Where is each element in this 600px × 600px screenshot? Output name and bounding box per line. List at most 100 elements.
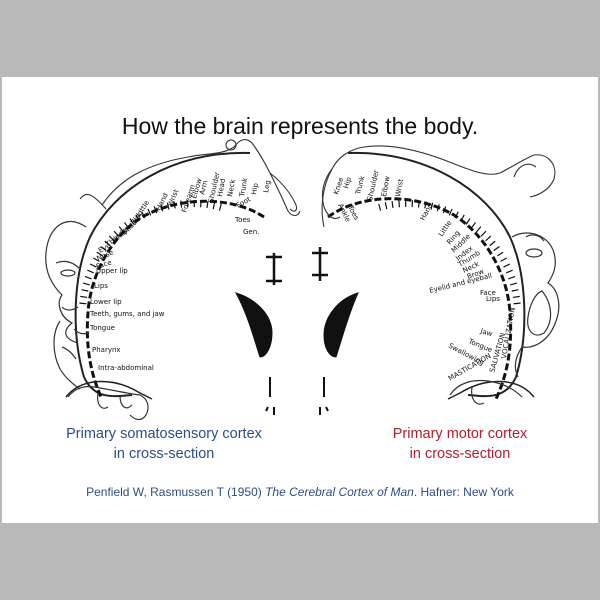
cortex-tick bbox=[123, 222, 130, 229]
cortex-tick bbox=[436, 204, 440, 212]
cortex-tick bbox=[79, 302, 87, 305]
cortex-tick bbox=[166, 202, 170, 210]
sensory-label-arm: Arm bbox=[198, 179, 209, 195]
cortex-tick bbox=[493, 246, 500, 252]
motor-caption-line1: Primary motor cortex bbox=[392, 426, 528, 442]
sensory-label-lips: Lips bbox=[94, 282, 108, 290]
motor-label-shoulder: Shoulder bbox=[366, 169, 380, 201]
homunculus-diagram: Toes Gen. Foot Leg Hip Trunk Neck Head S… bbox=[45, 138, 560, 421]
cortex-tick bbox=[508, 276, 516, 280]
sensory-caption-line1: Primary somatosensory cortex bbox=[66, 426, 262, 442]
cortex-tick bbox=[108, 235, 115, 242]
cortex-tick bbox=[104, 240, 111, 247]
cortex-tick bbox=[81, 289, 89, 292]
sensory-label-upper-lip: Upper lip bbox=[96, 267, 128, 275]
motor-hemisphere: Toes Ankle Knee Hip Trunk Shoulder Elbow… bbox=[312, 145, 560, 415]
cortex-tick bbox=[84, 276, 92, 280]
cortex-tick bbox=[100, 246, 107, 252]
cortex-tick bbox=[212, 202, 216, 210]
citation: Penfield W, Rasmussen T (1950) The Cereb… bbox=[2, 485, 598, 499]
cortex-tick bbox=[485, 235, 492, 242]
cortex-tick bbox=[510, 282, 518, 286]
sensory-label-head: Head bbox=[216, 178, 227, 197]
cortex-tick bbox=[442, 206, 447, 214]
page-title: How the brain represents the body. bbox=[121, 113, 479, 139]
sensory-face-figure bbox=[45, 221, 89, 390]
cortex-tick bbox=[135, 214, 140, 222]
cortex-tick bbox=[505, 269, 513, 274]
cortex-tick bbox=[500, 257, 507, 262]
cortex-tick bbox=[503, 263, 511, 268]
sensory-label-gen: Gen. bbox=[243, 228, 259, 236]
cortex-tick bbox=[391, 201, 394, 209]
motor-foot-figure bbox=[449, 379, 523, 405]
sensory-caption: Primary somatosensory cortex in cross-se… bbox=[34, 424, 294, 464]
cortex-tick bbox=[424, 201, 427, 209]
motor-face-figure bbox=[511, 232, 560, 378]
cortex-tick bbox=[147, 208, 152, 216]
cortex-tick bbox=[93, 257, 100, 262]
cortex-tick bbox=[475, 226, 482, 233]
cortex-tick bbox=[96, 251, 104, 257]
cortex-tick bbox=[82, 282, 90, 286]
cortex-tick bbox=[89, 263, 97, 268]
sensory-homunculus-figure bbox=[79, 138, 301, 217]
cortex-tick bbox=[378, 203, 382, 211]
cortex-tick bbox=[160, 204, 164, 212]
cortex-tick bbox=[180, 200, 183, 208]
sensory-label-pharynx: Pharynx bbox=[92, 346, 121, 354]
cortex-tick bbox=[200, 200, 202, 208]
citation-authors: Penfield W, Rasmussen T (1950) bbox=[86, 485, 266, 499]
cortex-tick bbox=[118, 226, 125, 233]
sensory-label-neck: Neck bbox=[226, 178, 237, 198]
cortex-tick bbox=[465, 218, 471, 225]
motor-inner-structure bbox=[312, 247, 359, 415]
cortex-tick bbox=[87, 269, 95, 274]
motor-label-wrist: Wrist bbox=[394, 178, 405, 197]
cortex-tick bbox=[496, 251, 504, 257]
sensory-label-leg: Leg bbox=[262, 180, 272, 194]
cortex-tick bbox=[417, 200, 420, 208]
cortex-tick bbox=[511, 289, 519, 292]
sensory-label-intra-abdominal: Intra-abdominal bbox=[98, 364, 154, 372]
motor-label-trunk: Trunk bbox=[354, 174, 367, 196]
cortex-tick bbox=[513, 302, 521, 305]
sensory-label-trunk: Trunk bbox=[238, 176, 250, 198]
cortex-tick bbox=[512, 295, 520, 299]
motor-label-face: Face bbox=[480, 289, 496, 297]
motor-label-lips: Lips bbox=[486, 295, 500, 303]
cortex-tick bbox=[113, 230, 120, 237]
motor-label-hand: Hand bbox=[419, 202, 435, 222]
cortex-tick bbox=[454, 211, 459, 219]
cortex-tick bbox=[173, 201, 176, 209]
sensory-cortex-band bbox=[85, 199, 265, 400]
cortex-tick bbox=[218, 203, 222, 211]
sensory-label-hip: Hip bbox=[250, 182, 260, 195]
motor-caption: Primary motor cortex in cross-section bbox=[340, 424, 580, 464]
sensory-inner-structure bbox=[234, 253, 282, 415]
cortex-tick bbox=[460, 214, 465, 222]
cortex-tick bbox=[80, 295, 88, 299]
citation-publisher: . Hafner: New York bbox=[413, 485, 514, 499]
sensory-caption-line2: in cross-section bbox=[113, 446, 215, 462]
motor-caption-line2: in cross-section bbox=[409, 446, 511, 462]
cortex-tick bbox=[384, 202, 388, 210]
motor-homunculus-figure bbox=[321, 145, 556, 228]
motor-label-jaw: Jaw bbox=[478, 327, 493, 338]
cortex-tick bbox=[480, 230, 487, 237]
sensory-label-lower-lip: Lower lip bbox=[90, 298, 122, 306]
cortex-tick bbox=[153, 206, 158, 214]
cortex-tick bbox=[448, 208, 453, 216]
motor-label-elbow: Elbow bbox=[380, 175, 392, 197]
cortex-tick bbox=[470, 222, 477, 229]
cortex-tick bbox=[398, 200, 400, 208]
cortex-tick bbox=[129, 218, 135, 225]
citation-book-title: The Cerebral Cortex of Man bbox=[265, 485, 414, 499]
sensory-hemisphere: Toes Gen. Foot Leg Hip Trunk Neck Head S… bbox=[45, 138, 301, 421]
sensory-label-teeth: Teeth, gums, and jaw bbox=[89, 310, 165, 318]
sensory-hand-figure bbox=[67, 385, 149, 421]
sensory-label-toes: Toes bbox=[234, 216, 251, 224]
cortex-tick bbox=[141, 211, 146, 219]
slide: Toes Gen. Foot Leg Hip Trunk Neck Head S… bbox=[2, 77, 598, 523]
cortex-tick bbox=[430, 202, 434, 210]
